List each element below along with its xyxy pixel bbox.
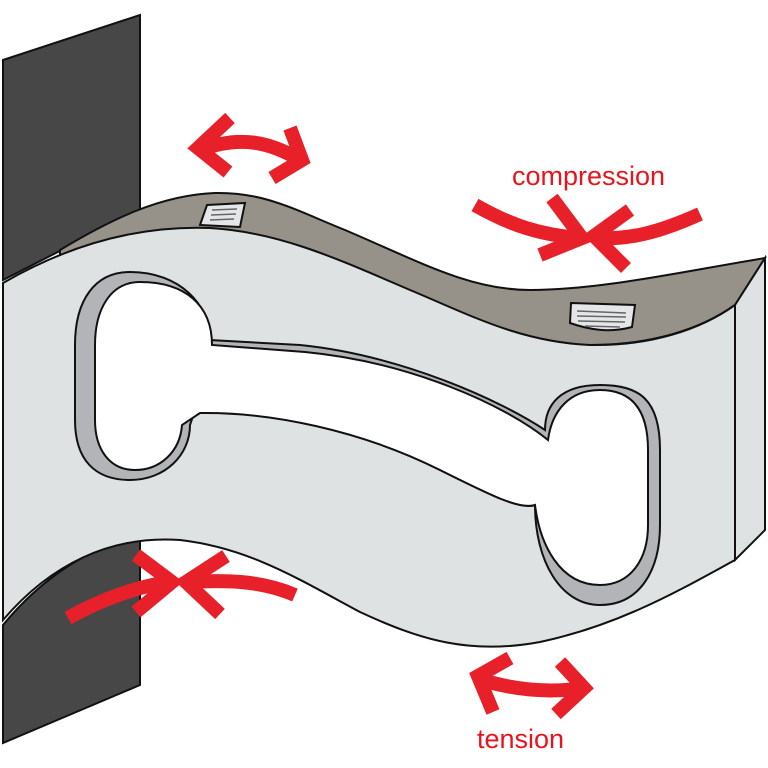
beam-right-face: [734, 254, 766, 563]
cutout-opening: [94, 280, 649, 587]
compression-arrows-bottom-left-icon: [64, 549, 298, 625]
strain-gauge-top-left: [198, 201, 247, 229]
compression-arrows-icon: [471, 193, 703, 273]
tension-label: tension: [477, 724, 565, 754]
strain-gauge-top-right: [568, 301, 637, 332]
tension-arrow-icon: [469, 651, 594, 720]
compression-label: compression: [512, 161, 666, 191]
bending-arrow-top-left-icon: [187, 112, 311, 185]
